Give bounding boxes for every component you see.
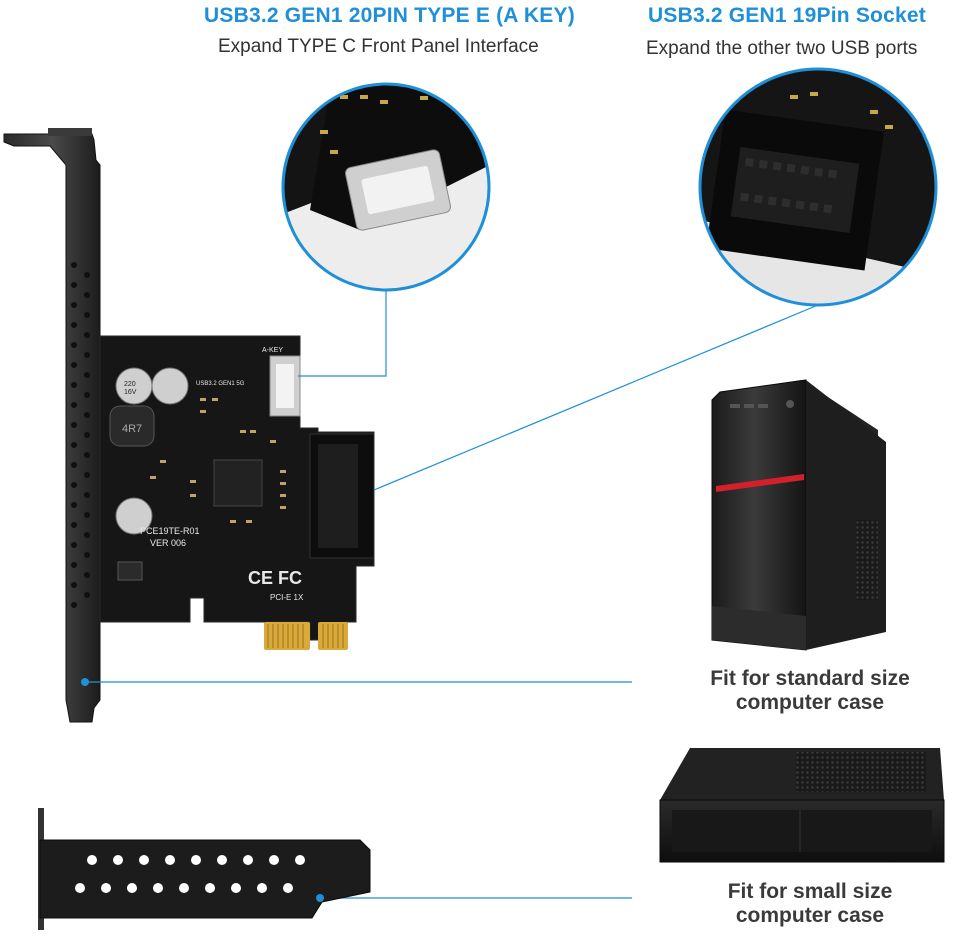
pcb-usb-label: USB3.2 GEN1 5G <box>196 381 245 387</box>
tower-case <box>711 379 886 651</box>
cap-voltage-text: 16V <box>124 389 137 396</box>
small-case <box>659 748 945 863</box>
pcie-card: PCE19TE-R01 VER 006 USB3.2 GEN1 5G A-KEY… <box>99 335 375 650</box>
pcb-slot-label: PCI-E 1X <box>270 593 304 602</box>
full-height-bracket <box>3 128 101 723</box>
inductor-text: 4R7 <box>122 423 142 435</box>
standard-case-line1: Fit for standard size <box>710 667 910 690</box>
pcb-model-text: PCE19TE-R01 <box>140 526 200 536</box>
pcb-version-text: VER 006 <box>150 538 186 548</box>
small-case-line2: computer case <box>735 904 885 927</box>
zoom-type-e-connector <box>281 82 491 292</box>
left-callout-subtitle: Expand TYPE C Front Panel Interface <box>218 36 539 57</box>
cap-value-text: 220 <box>124 381 136 388</box>
standard-case-caption: Fit for standard size computer case <box>690 667 930 715</box>
zoom-19pin-socket <box>698 67 938 307</box>
left-callout-title: USB3.2 GEN1 20PIN TYPE E (A KEY) <box>204 4 575 27</box>
low-profile-bracket <box>38 808 371 930</box>
small-case-caption: Fit for small size computer case <box>690 880 930 928</box>
small-case-line1: Fit for small size <box>727 880 893 903</box>
standard-case-line2: computer case <box>735 691 885 714</box>
right-callout-subtitle: Expand the other two USB ports <box>646 38 918 59</box>
pcb-cert-marks: CE FC <box>248 568 302 588</box>
pcb-akey-label: A-KEY <box>262 347 283 354</box>
right-callout-title: USB3.2 GEN1 19Pin Socket <box>648 4 926 27</box>
leader-lines <box>88 290 819 899</box>
